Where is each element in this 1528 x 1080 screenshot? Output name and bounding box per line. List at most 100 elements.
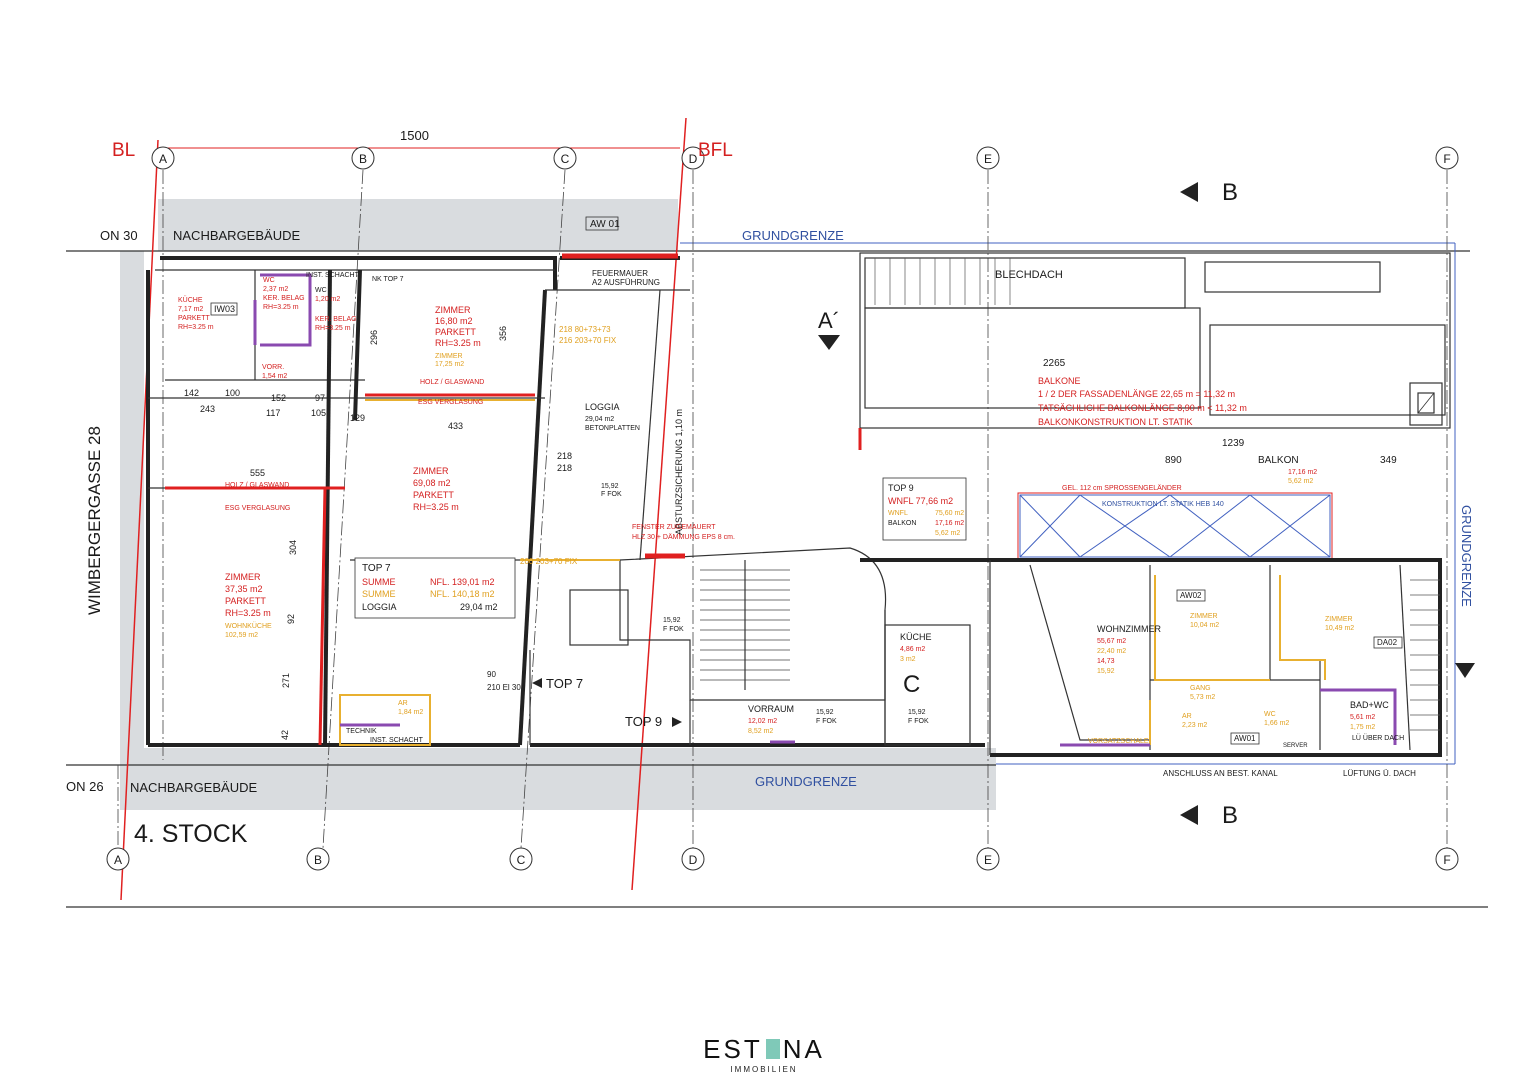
- balkone-note-line: BALKONE: [1038, 376, 1081, 386]
- room-area: 4,86 m2: [900, 646, 925, 653]
- gel112-label: GEL. 112 cm SPROSSENGELÄNDER: [1062, 484, 1182, 492]
- feuermauer-label: FEUERMAUER: [592, 269, 648, 278]
- room-old-name: ZIMMER: [435, 353, 463, 360]
- dim-2265: 2265: [1043, 358, 1066, 369]
- room-old-area: 1,75 m2: [1350, 724, 1375, 731]
- esg-label2: ESG VERGLASUNG: [225, 505, 290, 512]
- summary-value: 29,04 m2: [460, 602, 498, 612]
- level-ref: F FOK: [908, 718, 929, 725]
- room-area: 1,84 m2: [398, 709, 423, 716]
- room-name: GANG: [1190, 685, 1211, 692]
- floor-label: 4. STOCK: [134, 820, 248, 848]
- lueftung-label: LÜFTUNG Ü. DACH: [1343, 769, 1416, 778]
- top9-balkon-value2: 5,62 m2: [935, 530, 960, 537]
- room-zimmer-37: ZIMMER 37,35 m2 PARKETT RH=3.25 m WOHNKÜ…: [225, 572, 272, 639]
- axis-label: F: [1443, 152, 1450, 166]
- room-area2: 22,40 m2: [1097, 648, 1126, 655]
- dim: 129: [350, 413, 365, 423]
- balkone-note: BALKONE 1 / 2 DER FASSADENLÄNGE 22,65 m …: [1038, 376, 1247, 427]
- inst-schacht2-label: INST. SCHACHT: [370, 737, 424, 744]
- room-area: 10,49 m2: [1325, 625, 1354, 632]
- room-old-name: WOHNKÜCHE: [225, 622, 272, 630]
- dim-890: 890: [1165, 455, 1182, 466]
- top9-balkon: BALKON: [888, 520, 916, 527]
- room-wohnzimmer: WOHNZIMMER 55,67 m2 22,40 m2 14,73 15,92: [1097, 624, 1161, 675]
- absturz-label: ABSTURZSICHERUNG 1,10 m: [674, 409, 684, 535]
- room-area: 7,17 m2: [178, 306, 203, 313]
- neighbour-top-label: NACHBARGEBÄUDE: [173, 228, 300, 243]
- room-old-area: 102,59 m2: [225, 632, 258, 639]
- balkon-area2: 5,62 m2: [1288, 478, 1313, 485]
- room-area: 2,23 m2: [1182, 722, 1207, 729]
- balkone-note-line: BALKONKONSTRUKTION LT. STATIK: [1038, 417, 1193, 427]
- room-height: RH=3.25 m: [413, 502, 459, 512]
- room-area: 37,35 m2: [225, 584, 263, 594]
- orange-markup: [339, 399, 1326, 746]
- balkone-note-line: TATSÄCHLICHE BALKONLÄNGE 8,90 m < 11,32 …: [1038, 403, 1247, 413]
- axis-label: D: [689, 152, 698, 166]
- room-old-area: 8,52 m2: [748, 728, 773, 735]
- top9-wnfl2: WNFL: [888, 510, 908, 517]
- room-name: BAD+WC: [1350, 700, 1389, 710]
- blechdach-roof: [859, 252, 1451, 429]
- bfl-line: [631, 117, 687, 891]
- room-name: WC: [315, 287, 327, 294]
- room-height: RH=3.25 m: [435, 338, 481, 348]
- dim: 152: [271, 393, 286, 403]
- room-area: 69,08 m2: [413, 478, 451, 488]
- top9-wnfl: WNFL 77,66 m2: [888, 496, 953, 506]
- dim: 433: [448, 421, 463, 431]
- ueber-dach-label: LÜ ÜBER DACH: [1352, 734, 1404, 742]
- room-name: ZIMMER: [225, 572, 261, 582]
- grundgrenze-top-label: GRUNDGRENZE: [742, 228, 844, 243]
- level-value: 15,92: [601, 483, 619, 490]
- bl-line: [120, 139, 159, 901]
- dim: 555: [250, 468, 265, 478]
- dim: 271: [281, 673, 291, 688]
- logo-mark: [765, 1039, 780, 1059]
- top9-balkon-value: 17,16 m2: [935, 520, 964, 527]
- axis-label: F: [1443, 853, 1450, 867]
- holz-glas-label2: HOLZ / GLASWAND: [225, 482, 289, 489]
- fenster-label: FENSTER ZUGEMAUERT: [632, 524, 716, 531]
- room-kueche: KÜCHE 7,17 m2 PARKETT RH=3.25 m: [178, 296, 214, 331]
- room-floor: PARKETT: [413, 490, 454, 500]
- dim: 100: [225, 388, 240, 398]
- dim: 356: [498, 326, 508, 341]
- dim: 243: [200, 404, 215, 414]
- room-name: KÜCHE: [178, 296, 203, 304]
- room-height: RH=3.25 m: [225, 608, 271, 618]
- holz-glas-label1: HOLZ / GLASWAND: [420, 379, 484, 386]
- room-name: AR: [1182, 713, 1192, 720]
- room-area: 2,37 m2: [263, 286, 288, 293]
- room-name: WC: [1264, 711, 1276, 718]
- server-label: SERVER: [1283, 743, 1308, 749]
- top9-title: TOP 9: [888, 483, 914, 493]
- room-area: 1,66 m2: [1264, 720, 1289, 727]
- room-height: RH=3.25 m: [315, 325, 351, 332]
- top9-wnfl2-value: 75,60 m2: [935, 510, 964, 517]
- room-floor: KER. BELAG: [263, 295, 305, 302]
- summary-label: SUMME: [362, 589, 396, 599]
- dim: 97: [315, 393, 325, 403]
- grid-line-c: [520, 169, 566, 849]
- logo-brand-left: EST: [703, 1034, 763, 1064]
- balcony-structure: [1017, 492, 1333, 560]
- room-gang: GANG 5,73 m2: [1190, 685, 1215, 701]
- axis-label: B: [314, 853, 322, 867]
- purple-markup: [253, 273, 1397, 747]
- section-b-top: B: [1222, 179, 1238, 206]
- anschluss-label: ANSCHLUSS AN BEST. KANAL: [1163, 769, 1278, 778]
- room-zimmer-f: ZIMMER 10,49 m2: [1325, 616, 1354, 632]
- grundgrenze-bottom-label: GRUNDGRENZE: [755, 774, 857, 789]
- grid-line-b: [322, 169, 364, 849]
- technik-label: TECHNIK: [346, 728, 377, 735]
- level-value: 15,92: [816, 709, 834, 716]
- level-ref: F FOK: [663, 626, 684, 633]
- top9-summary: TOP 9 WNFL 77,66 m2 WNFL 75,60 m2 BALKON…: [882, 477, 967, 541]
- room-name: AR: [398, 700, 408, 707]
- room-height: RH=3.25 m: [178, 324, 214, 331]
- level-ref: F FOK: [601, 491, 622, 498]
